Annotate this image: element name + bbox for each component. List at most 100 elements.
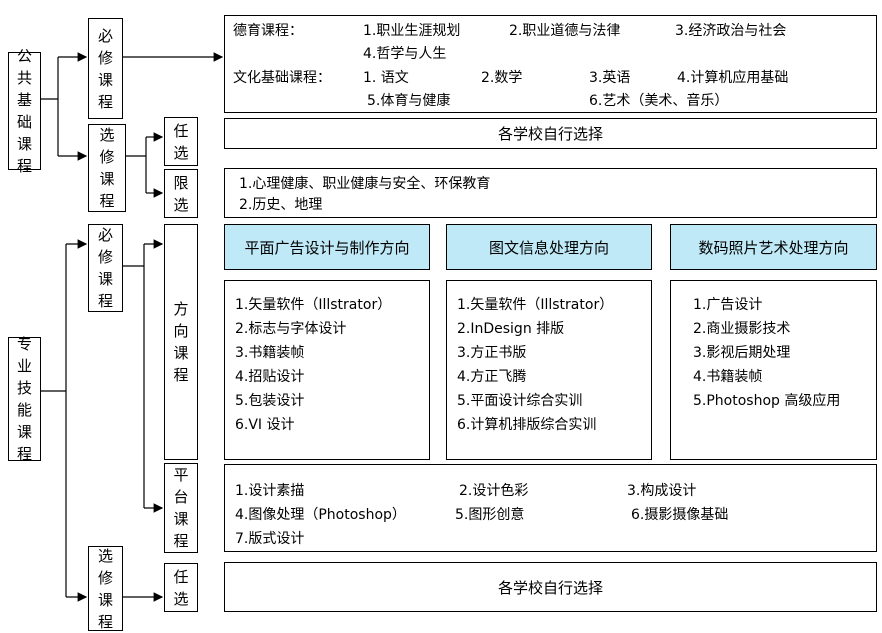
culture-basic-label: 文化基础课程：	[233, 70, 331, 86]
direction-course-item: 1.矢量软件（Illstrator）	[235, 297, 392, 313]
professional-skill-courses-box: 专 业 技 能 课 程	[8, 335, 41, 463]
moral-course-item: 3.经济政治与社会	[675, 23, 787, 39]
direction-course-item: 3.影视后期处理	[693, 345, 791, 361]
professional-elective-courses-box: 选 修 课 程	[88, 546, 123, 631]
direction-course-item: 5.包装设计	[235, 393, 305, 409]
direction-course-item: 5.Photoshop 高级应用	[693, 393, 841, 409]
culture-course-item: 4.计算机应用基础	[677, 70, 789, 86]
direction-title: 数码照片艺术处理方向	[698, 238, 849, 257]
public-limited-content: 1.心理健康、职业健康与安全、环保教育 2.历史、地理	[224, 168, 877, 218]
direction-header-graphic-ad: 平面广告设计与制作方向	[224, 224, 430, 270]
culture-course-item: 2.数学	[481, 70, 523, 86]
optional-note: 各学校自行选择	[497, 578, 603, 597]
direction-course-item: 2.标志与字体设计	[235, 321, 347, 337]
direction-course-item: 2.商业摄影技术	[693, 321, 791, 337]
direction-header-image-text: 图文信息处理方向	[446, 224, 652, 270]
direction-course-item: 5.平面设计综合实训	[457, 393, 583, 409]
platform-course-item: 5.图形创意	[455, 507, 525, 523]
platform-course-item: 2.设计色彩	[459, 483, 529, 499]
label-char: 能	[16, 401, 32, 419]
label-char: 选	[173, 143, 189, 162]
moral-education-label: 德育课程：	[233, 23, 303, 39]
direction-title: 平面广告设计与制作方向	[244, 238, 410, 257]
direction-course-item: 3.方正书版	[457, 345, 527, 361]
platform-course-item: 1.设计素描	[235, 483, 305, 499]
label-char: 选	[97, 546, 113, 565]
label-char: 程	[97, 612, 113, 631]
moral-course-item: 1.职业生涯规划	[363, 23, 461, 39]
label-char: 台	[173, 488, 189, 506]
direction-course-item: 4.招贴设计	[235, 369, 305, 385]
public-basic-courses-box: 公 共 基 础 课 程	[8, 47, 41, 175]
label-char: 限	[173, 173, 189, 192]
label-char: 程	[173, 366, 189, 384]
culture-course-item: 6.艺术（美术、音乐）	[589, 93, 729, 109]
label-char: 修	[99, 148, 115, 166]
platform-course-item: 4.图像处理（Photoshop）	[235, 507, 406, 523]
direction-course-item: 4.方正飞腾	[457, 369, 527, 385]
label-char: 课	[173, 510, 189, 528]
label-char: 课	[16, 423, 32, 441]
label-char: 方	[173, 300, 189, 318]
label-char: 选	[173, 195, 189, 214]
public-optional-box: 任 选	[164, 117, 198, 166]
platform-courses-box: 平 台 课 程	[164, 463, 198, 553]
label-char: 任	[173, 567, 189, 586]
limited-course-item: 2.历史、地理	[239, 197, 323, 213]
label-char: 程	[97, 292, 113, 310]
label-char: 程	[99, 192, 115, 210]
label-char: 程	[97, 92, 113, 111]
label-char: 选	[99, 126, 115, 144]
optional-note: 各学校自行选择	[497, 125, 603, 143]
label-char: 向	[173, 322, 189, 340]
professional-optional-box: 任 选	[164, 563, 198, 612]
public-limited-box: 限 选	[164, 169, 198, 218]
public-elective-courses-box: 选 修 课 程	[88, 124, 126, 212]
direction-course-item: 1.广告设计	[693, 297, 763, 313]
direction-course-item: 2.InDesign 排版	[457, 321, 565, 337]
professional-optional-content: 各学校自行选择	[224, 562, 877, 612]
platform-course-item: 6.摄影摄像基础	[631, 507, 729, 523]
label-char: 课	[99, 170, 115, 188]
culture-course-item: 5.体育与健康	[367, 93, 451, 109]
label-char: 课	[173, 344, 189, 362]
platform-course-item: 7.版式设计	[235, 531, 305, 547]
moral-course-item: 2.职业道德与法律	[509, 23, 621, 39]
public-required-content: 德育课程： 1.职业生涯规划 2.职业道德与法律 3.经济政治与社会 4.哲学与…	[224, 15, 877, 113]
label-char: 技	[16, 379, 32, 397]
label-char: 任	[173, 121, 189, 140]
label-char: 课	[97, 270, 113, 288]
direction-title: 图文信息处理方向	[488, 238, 609, 257]
direction-course-item: 4.书籍装帧	[693, 369, 763, 385]
direction-content-digital-photo: 1.广告设计 2.商业摄影技术 3.影视后期处理 4.书籍装帧 5.Photos…	[670, 280, 877, 460]
direction-courses-box: 方 向 课 程	[164, 224, 198, 460]
limited-course-item: 1.心理健康、职业健康与安全、环保教育	[239, 176, 491, 192]
label-char: 修	[97, 248, 113, 266]
direction-course-item: 3.书籍装帧	[235, 345, 305, 361]
label-char: 课	[16, 135, 32, 153]
public-required-courses-box: 必 修 课 程	[88, 18, 123, 119]
label-char: 程	[16, 157, 32, 175]
direction-course-item: 6.计算机排版综合实训	[457, 417, 597, 433]
label-char: 平	[173, 466, 189, 484]
direction-course-item: 1.矢量软件（Illstrator）	[457, 297, 614, 313]
label-char: 程	[173, 532, 189, 550]
label-char: 基	[16, 91, 32, 109]
label-char: 共	[16, 69, 32, 87]
public-optional-content: 各学校自行选择	[224, 118, 877, 149]
culture-course-item: 3.英语	[589, 70, 631, 86]
label-char: 必	[97, 26, 113, 45]
label-char: 必	[97, 226, 113, 244]
label-char: 业	[16, 357, 32, 375]
label-char: 公	[16, 47, 32, 65]
direction-header-digital-photo: 数码照片艺术处理方向	[670, 224, 877, 270]
label-char: 课	[97, 70, 113, 89]
direction-content-image-text: 1.矢量软件（Illstrator） 2.InDesign 排版 3.方正书版 …	[446, 280, 652, 460]
professional-required-courses-box: 必 修 课 程	[88, 224, 123, 312]
label-char: 础	[16, 113, 32, 131]
label-char: 选	[173, 589, 189, 608]
culture-course-item: 1. 语文	[363, 70, 409, 86]
label-char: 程	[16, 445, 32, 463]
label-char: 修	[97, 568, 113, 587]
